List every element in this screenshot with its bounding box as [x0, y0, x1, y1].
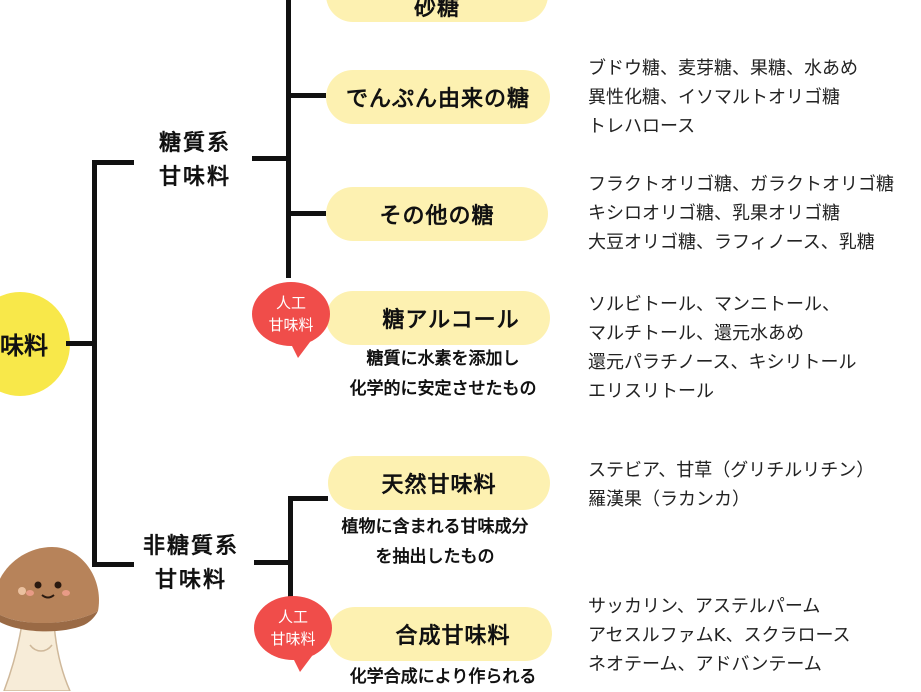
nonsugar-connector [254, 560, 290, 565]
category-sugar-label: 糖質系 甘味料 [158, 131, 231, 190]
item-natural-sweetener-pill: 天然甘味料 [328, 456, 550, 510]
sugar-alcohol-examples: ソルビトール、マンニトール、 マルチトール、還元水あめ 還元パラチノース、キシリ… [588, 294, 857, 402]
synthetic-sweetener-note: 化学合成により作られる [349, 667, 537, 687]
natural-sweetener-examples: ステビア、甘草（グリチルリチン） 羅漢果（ラカンカ） [588, 460, 875, 510]
artificial-sweetener-bubble: 人工 甘味料 [252, 282, 330, 346]
item-sugar-pill: 砂糖 [326, 0, 548, 22]
starch-examples: ブドウ糖、麦芽糖、果糖、水あめ 異性化糖、イソマルトオリゴ糖 トレハロース [588, 58, 858, 137]
sugar-trunk-line [286, 0, 291, 278]
branch-sugar-line [92, 160, 134, 165]
bubble-tail [290, 342, 310, 358]
category-nonsugar-label: 非糖質系 甘味料 [142, 534, 239, 593]
nonsugar-trunk-line [288, 496, 293, 608]
synthetic-sweetener-examples: サッカリン、アステルパーム アセスルファムK、スクラロース ネオテーム、アドバン… [588, 596, 851, 675]
trunk-line [92, 160, 97, 567]
artificial-sweetener-bubble: 人工 甘味料 [254, 596, 332, 660]
root-connector [66, 341, 94, 346]
item-other-sugar-pill: その他の糖 [326, 187, 548, 241]
branch-nonsugar-line [92, 562, 134, 567]
bubble-tail [292, 656, 312, 672]
mushroom-mascot-icon [0, 547, 99, 691]
sugar-alcohol-note: 糖質に水素を添加し 化学的に安定させたもの [349, 349, 537, 399]
branch-starch-line [286, 93, 326, 98]
branch-natural-line [288, 496, 328, 501]
root-label: 味料 [0, 332, 48, 360]
item-starch-pill: でんぷん由来の糖 [326, 70, 550, 124]
item-sugar-alcohol-pill: 糖アルコール [326, 291, 550, 345]
other-sugar-examples: フラクトオリゴ糖、ガラクトオリゴ糖 キシロオリゴ糖、乳果オリゴ糖 大豆オリゴ糖、… [588, 174, 894, 253]
natural-sweetener-note: 植物に含まれる甘味成分 を抽出したもの [341, 517, 529, 567]
sugar-connector [252, 156, 288, 161]
item-synthetic-sweetener-pill: 合成甘味料 [328, 607, 552, 661]
branch-other-line [286, 211, 326, 216]
